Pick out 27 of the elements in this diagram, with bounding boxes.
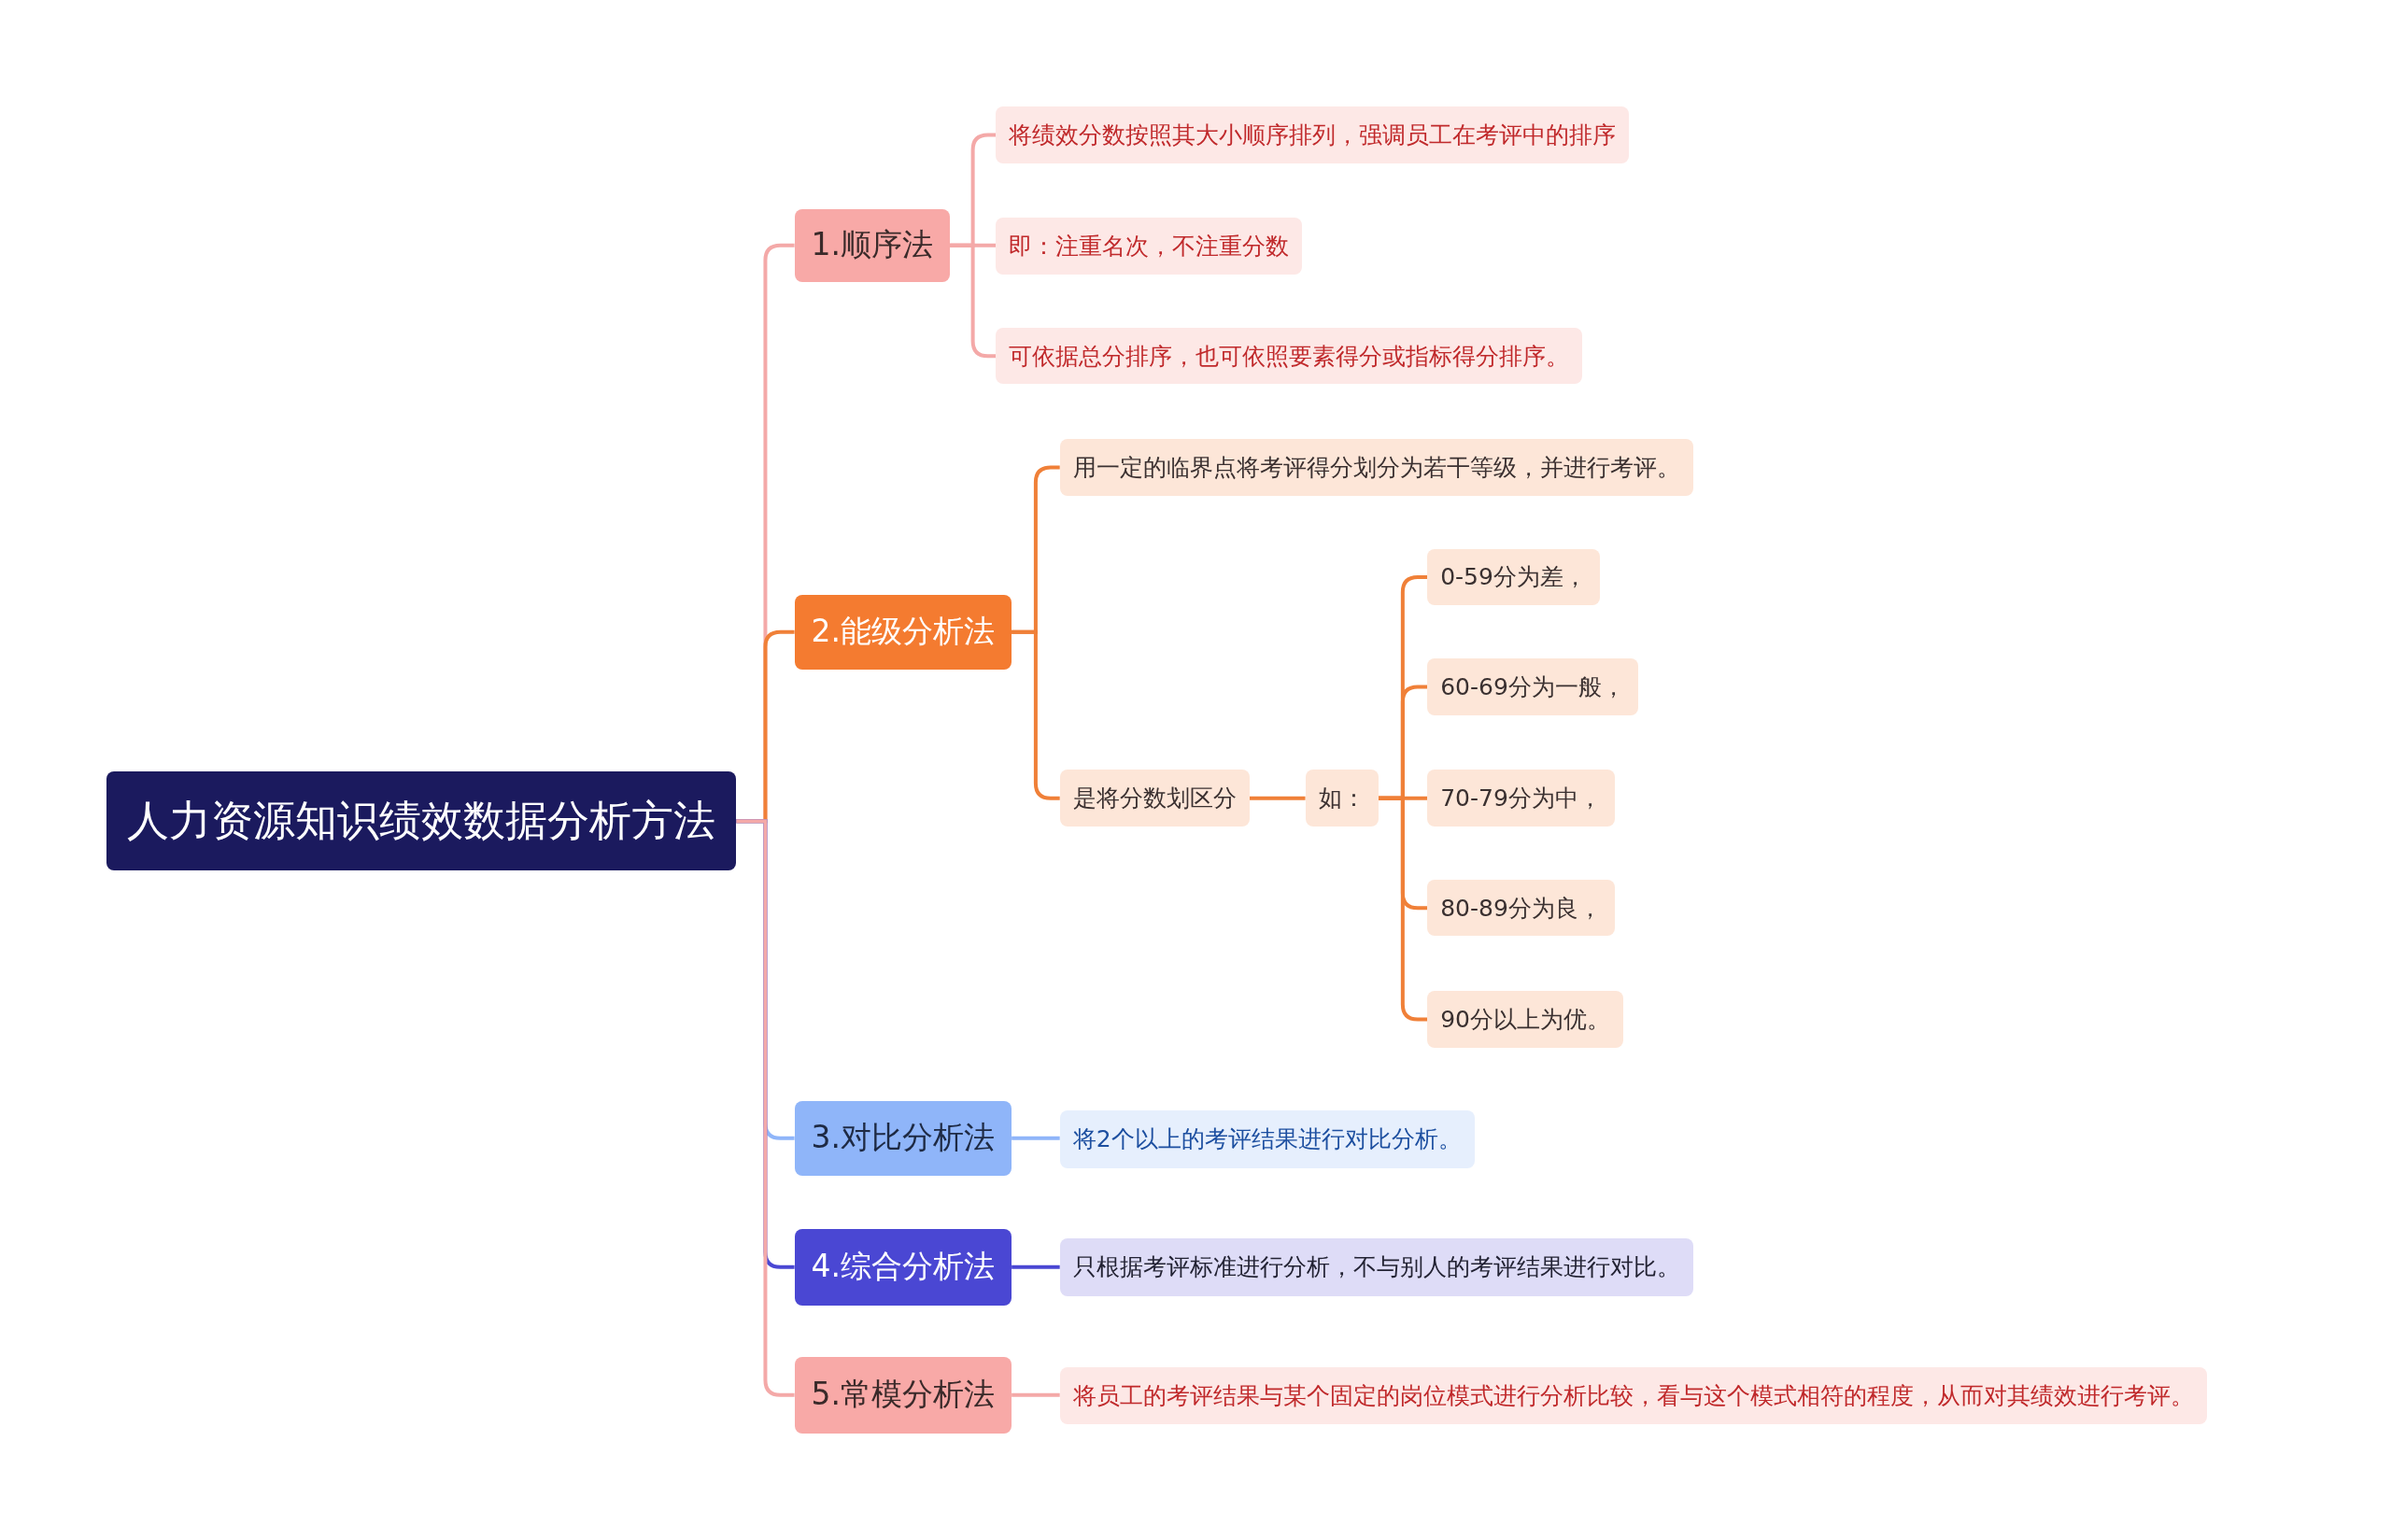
connector <box>1012 629 1060 800</box>
leaf-box: 0-59分为差， <box>1427 548 1600 606</box>
leaf-box: 将绩效分数按照其大小顺序排列，强调员工在考评中的排序 <box>996 106 1630 163</box>
leaf-box: 即：注重名次，不注重分数 <box>996 218 1303 275</box>
branch-box: 4.综合分析法 <box>794 1228 1012 1306</box>
leaf-box: 只根据考评标准进行分析，不与别人的考评结果进行对比。 <box>1059 1237 1693 1296</box>
leaf-box: 80-89分为良， <box>1427 880 1615 937</box>
branch-box: 2.能级分析法 <box>794 594 1012 670</box>
connector <box>1012 1136 1060 1140</box>
connector <box>1012 1264 1060 1269</box>
leaf-box: 是将分数划区分 <box>1059 770 1250 827</box>
connector <box>1249 796 1306 800</box>
connector <box>1378 796 1428 1022</box>
leaf-box: 如： <box>1305 770 1379 827</box>
leaf-box: 将员工的考评结果与某个固定的岗位模式进行分析比较，看与这个模式相符的程度，从而对其绩效进行考评。 <box>1059 1367 2207 1424</box>
leaf-box: 60-69分为一般， <box>1427 658 1638 715</box>
leaf-box: 用一定的临界点将考评得分划分为若干等级，并进行考评。 <box>1059 439 1693 496</box>
leaf-box: 90分以上为优。 <box>1427 991 1623 1048</box>
root-box: 人力资源知识绩效数据分析方法 <box>106 771 737 871</box>
connector <box>1012 1392 1060 1397</box>
branch-box: 1.顺序法 <box>794 208 951 283</box>
leaf-box: 70-79分为中， <box>1427 770 1615 827</box>
connector <box>950 243 997 359</box>
branch-box: 3.对比分析法 <box>794 1100 1012 1176</box>
branch-box: 5.常模分析法 <box>794 1357 1012 1434</box>
leaf-box: 将2个以上的考评结果进行对比分析。 <box>1059 1109 1475 1168</box>
leaf-box: 可依据总分排序，也可依照要素得分或指标得分排序。 <box>996 328 1583 385</box>
